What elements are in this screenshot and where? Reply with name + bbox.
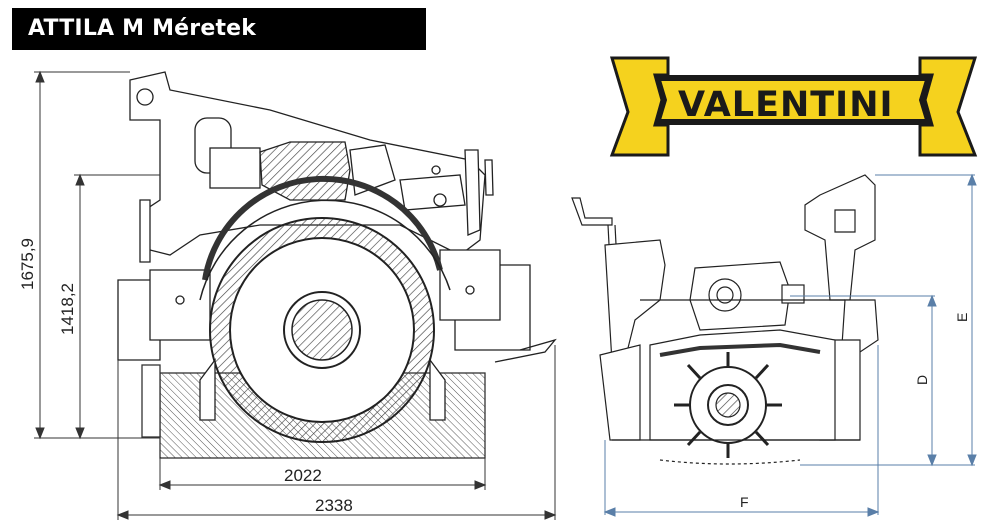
left-dimension-lines bbox=[34, 70, 557, 520]
dim-label-f: F bbox=[740, 494, 749, 510]
right-dimension-lines bbox=[603, 173, 977, 517]
logo-wordmark: VALENTINI bbox=[678, 85, 894, 125]
dim-label-e: E bbox=[954, 313, 970, 322]
dim-width-inner: 2022 bbox=[284, 466, 322, 485]
dim-width-total: 2338 bbox=[315, 496, 353, 515]
left-machine-drawing bbox=[117, 71, 557, 459]
dim-label-d: D bbox=[914, 375, 930, 385]
valentini-logo: VALENTINI bbox=[609, 56, 978, 157]
title-bar: ATTILA M Méretek bbox=[12, 8, 426, 50]
dim-height-inner: 1418,2 bbox=[58, 283, 77, 335]
right-machine-drawing bbox=[571, 174, 879, 465]
dim-height-total: 1675,9 bbox=[18, 238, 37, 290]
page-title: ATTILA M Méretek bbox=[28, 16, 257, 41]
